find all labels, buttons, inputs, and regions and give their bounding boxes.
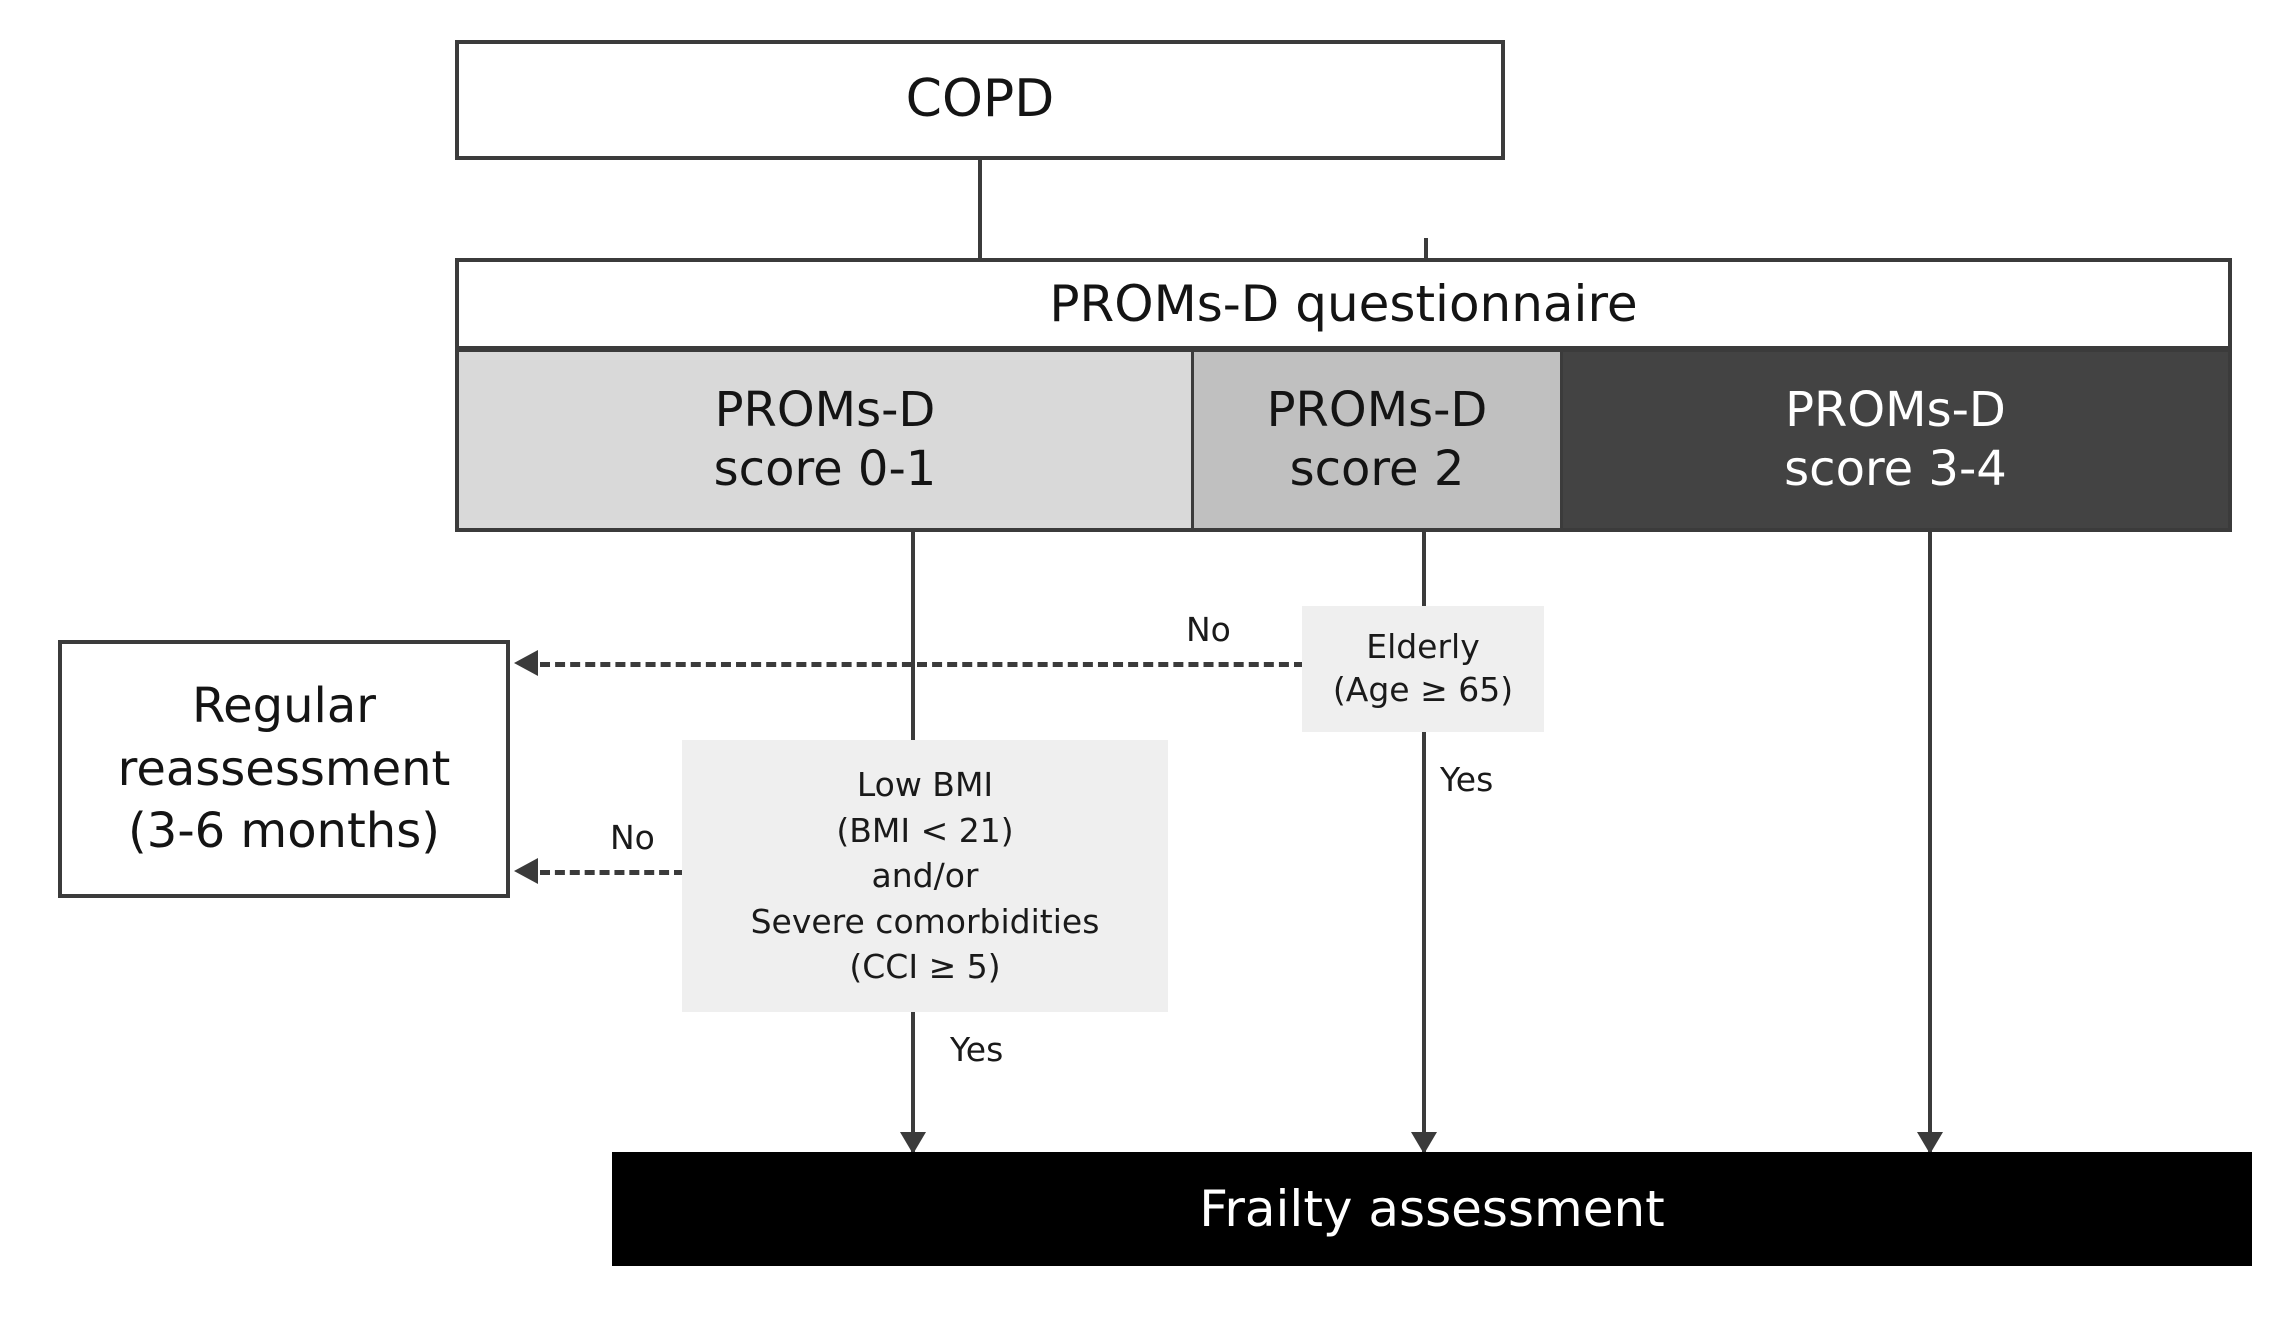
node-proms-d-score-3-4: PROMs-D score 3-4: [1560, 348, 2232, 532]
connector-copd-to-questionnaire: [978, 160, 982, 260]
arrowhead-low-bmi-to-frailty: [900, 1132, 926, 1154]
reassessment-line1: Regular: [191, 678, 377, 735]
node-frailty-label: Frailty assessment: [1199, 1179, 1665, 1238]
reassessment-line2: reassessment: [117, 740, 451, 797]
node-low-bmi-criterion: Low BMI (BMI < 21) and/or Severe comorbi…: [682, 740, 1168, 1012]
low-bmi-line4: Severe comorbidities: [750, 901, 1100, 941]
node-copd-label: COPD: [905, 69, 1055, 130]
arrowhead-low-bmi-no-to-reassessment: [514, 858, 538, 884]
node-copd: COPD: [455, 40, 1505, 160]
edge-label-elderly-no: No: [1186, 610, 1231, 649]
score-0-1-line1: PROMs-D: [714, 382, 936, 439]
node-proms-d-score-0-1: PROMs-D score 0-1: [455, 348, 1194, 532]
dashed-connector-low-bmi-no-to-reassessment: [540, 870, 684, 875]
score-0-1-line2: score 0-1: [713, 441, 937, 497]
node-regular-reassessment: Regular reassessment (3-6 months): [58, 640, 510, 898]
score-2-line2: score 2: [1289, 441, 1465, 497]
node-elderly-criterion: Elderly (Age ≥ 65): [1302, 606, 1544, 732]
score-3-4-line1: PROMs-D: [1785, 382, 2006, 439]
score-3-4-line2: score 3-4: [1784, 441, 2007, 497]
score-2-line1: PROMs-D: [1266, 382, 1488, 439]
connector-score-3-4-to-frailty: [1928, 530, 1932, 1156]
elderly-line1: Elderly: [1366, 627, 1480, 667]
connector-score-2-to-elderly: [1422, 530, 1426, 610]
connector-low-bmi-to-frailty: [911, 1010, 915, 1156]
arrowhead-score-3-4-to-frailty: [1917, 1132, 1943, 1154]
edge-label-elderly-yes: Yes: [1440, 760, 1494, 799]
connector-elderly-to-frailty: [1422, 730, 1426, 1156]
node-frailty-assessment: Frailty assessment: [612, 1152, 2252, 1266]
arrowhead-elderly-no-to-reassessment: [514, 650, 538, 676]
low-bmi-line2: (BMI < 21): [836, 810, 1014, 850]
node-proms-d-questionnaire: PROMs-D questionnaire: [455, 258, 2232, 350]
dashed-connector-elderly-no-to-reassessment: [540, 662, 1304, 667]
edge-label-low-bmi-yes: Yes: [950, 1030, 1004, 1069]
elderly-line2: (Age ≥ 65): [1332, 670, 1514, 709]
low-bmi-line3: and/or: [871, 856, 979, 896]
reassessment-line3: (3-6 months): [128, 803, 440, 860]
low-bmi-line1: Low BMI: [856, 765, 994, 805]
connector-questionnaire-split: [1424, 238, 1428, 260]
edge-label-low-bmi-no: No: [610, 818, 655, 857]
node-proms-d-score-2: PROMs-D score 2: [1191, 348, 1563, 532]
low-bmi-line5: (CCI ≥ 5): [849, 947, 1001, 987]
node-questionnaire-label: PROMs-D questionnaire: [1049, 274, 1638, 333]
connector-score-0-1-to-low-bmi: [911, 530, 915, 742]
arrowhead-elderly-to-frailty: [1411, 1132, 1437, 1154]
